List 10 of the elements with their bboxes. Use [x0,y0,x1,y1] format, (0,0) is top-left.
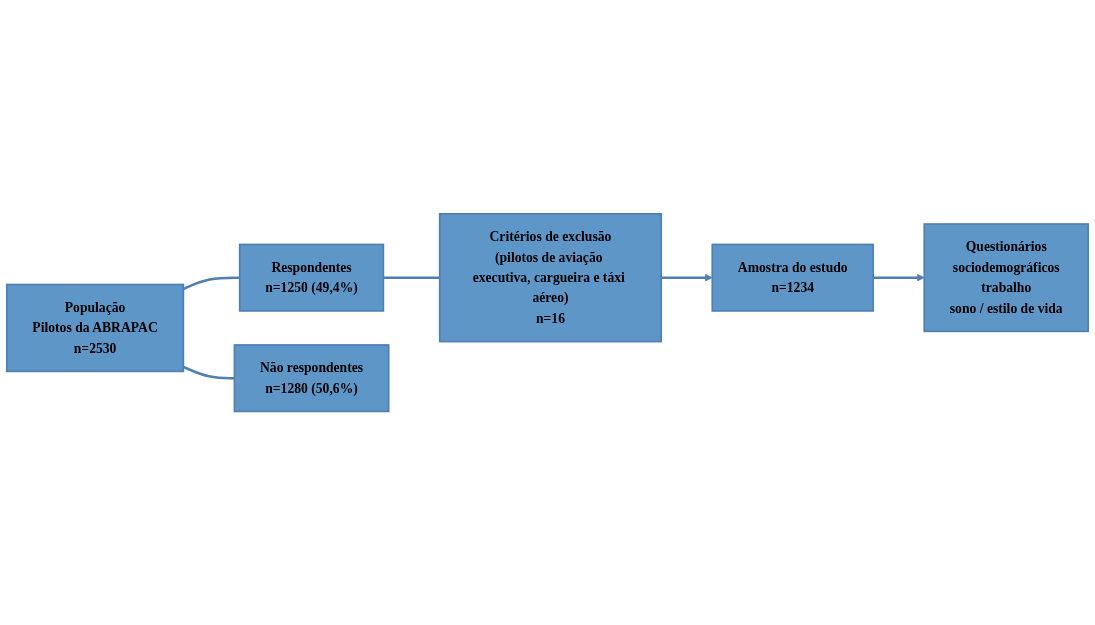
arrow [661,273,713,282]
arrow [873,273,925,282]
node-box: Respondentes n=1250 (49,4%) [238,243,385,312]
connector [182,365,235,380]
node-box: Amostra do estudo n=1234 [711,243,874,312]
connector [383,276,440,279]
node-box: População Pilotos da ABRAPAC n=2530 [5,283,185,373]
node-box: Não respondentes n=1280 (50,6%) [233,344,390,413]
node-box: Critérios de exclusão (pilotos de aviação executiva, cargueira e táxi aéreo) n=16 [438,212,663,343]
node-box: Questionários sociodemográficos trabalho sono / estilo de vida [923,223,1090,333]
